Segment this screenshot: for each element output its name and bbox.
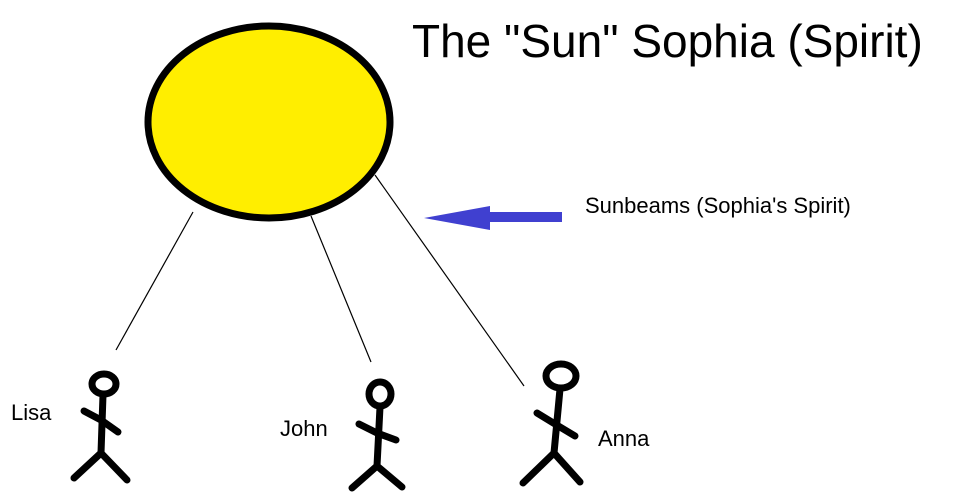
sunbeam-to-lisa xyxy=(115,211,194,351)
person-label-john: John xyxy=(280,416,328,441)
sun-circle xyxy=(144,22,394,222)
diagram-title: The "Sun" Sophia (Spirit) xyxy=(412,15,923,67)
stick-figure-anna xyxy=(519,360,584,487)
stick-figure-lisa xyxy=(70,370,131,484)
person-label-lisa: Lisa xyxy=(11,400,52,425)
sunbeam-to-john xyxy=(310,215,372,363)
arrow-icon xyxy=(424,206,562,230)
stick-figure-john xyxy=(348,378,406,492)
person-label-anna: Anna xyxy=(598,426,650,451)
sunbeam-to-anna xyxy=(374,174,525,387)
sunbeams-label: Sunbeams (Sophia's Spirit) xyxy=(585,193,851,218)
